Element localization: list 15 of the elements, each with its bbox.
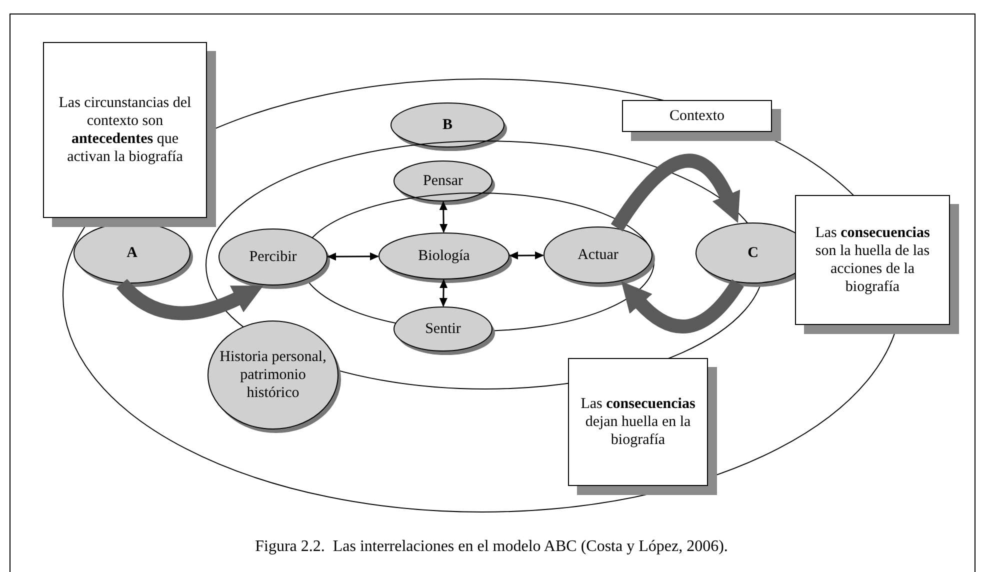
curved-arrow — [610, 154, 740, 232]
double-arrow — [327, 252, 379, 261]
double-arrow — [509, 251, 544, 260]
node-label: B — [441, 116, 454, 134]
figure-caption: Figura 2.2. Las interrelaciones en el modelo ABC (Costa y López, 2006). — [254, 538, 729, 556]
node-label: Historia personal, patrimonio histórico — [218, 348, 328, 402]
node-label: Pensar — [422, 172, 464, 190]
node-label: Biología — [417, 247, 471, 265]
double-arrow — [439, 201, 448, 233]
node-label: Actuar — [576, 246, 620, 264]
node-label: Percibir — [248, 248, 298, 266]
node-label: Sentir — [424, 320, 462, 338]
double-arrow — [439, 279, 448, 307]
node-label: A — [126, 244, 138, 262]
node-label: C — [746, 244, 760, 262]
